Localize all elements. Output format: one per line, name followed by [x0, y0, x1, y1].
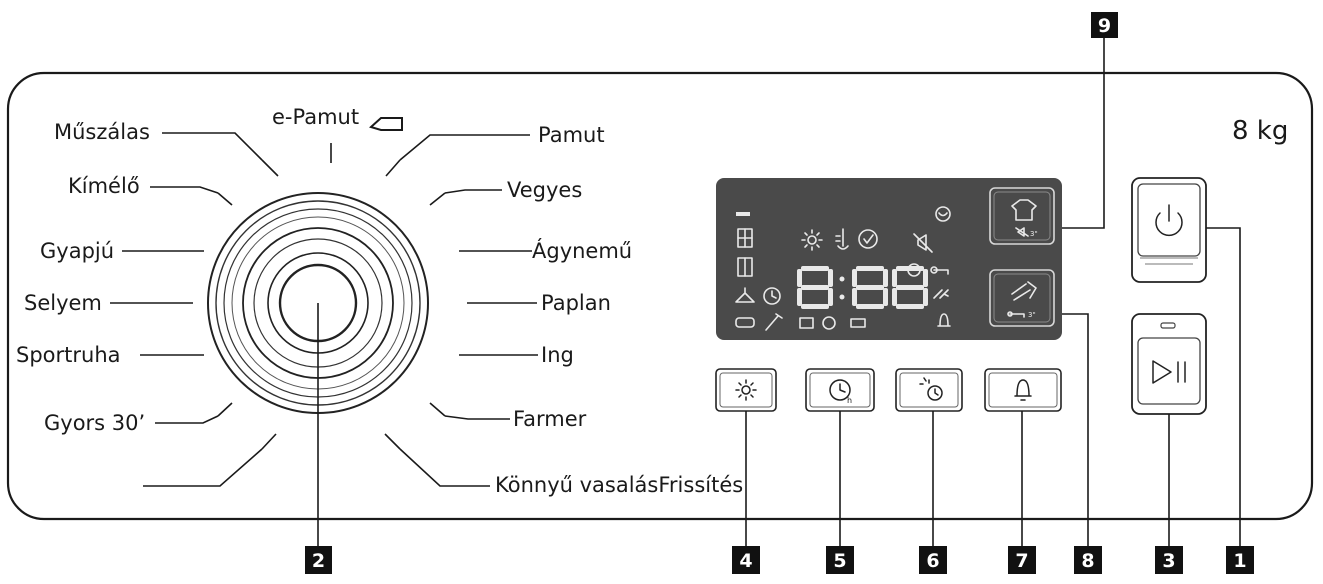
power-button[interactable] — [1131, 177, 1207, 283]
svg-text:h: h — [847, 396, 852, 405]
delay-timer-button[interactable]: h — [805, 368, 875, 412]
play-pause-icon — [1152, 360, 1186, 384]
display-status-icons-right — [907, 206, 951, 327]
svg-text:Gyapjú: Gyapjú — [40, 239, 114, 263]
program-label-farmer: Farmer — [444, 407, 587, 431]
svg-text:Kímélő: Kímélő — [68, 174, 140, 198]
callout-2: 2 — [305, 546, 332, 574]
capacity-label: 8 kg — [1232, 116, 1288, 146]
start-pause-button[interactable] — [1131, 313, 1207, 415]
program-label-pamut: Pamut — [399, 123, 605, 161]
callout-3: 3 — [1155, 546, 1183, 574]
panel-outline — [6, 71, 1314, 521]
quick-wash-icon — [1011, 281, 1037, 301]
callout-leader-lines — [317, 38, 1241, 546]
display-status-icons-left — [735, 212, 783, 331]
svg-text:2: 2 — [312, 550, 325, 572]
eco-leaf-icon — [369, 117, 403, 131]
display-status-icons-bottom — [799, 316, 866, 330]
svg-text:Selyem: Selyem — [24, 291, 102, 315]
callout-4: 4 — [732, 546, 760, 574]
bell-icon — [1014, 379, 1032, 401]
drum-clean-button[interactable]: 3" — [989, 187, 1055, 245]
callout-8: 8 — [1074, 546, 1102, 574]
svg-text:6: 6 — [926, 550, 939, 572]
svg-text:3": 3" — [1030, 230, 1038, 238]
program-label-vegyes: Vegyes — [444, 178, 582, 202]
program-label-konnyu-vasalas-frissites: Könnyű vasalásFrissítés — [399, 448, 743, 497]
svg-text:1: 1 — [1233, 550, 1246, 572]
start-indicator-led — [1160, 322, 1176, 329]
callout-1: 1 — [1226, 546, 1254, 574]
spin-icon — [919, 377, 943, 401]
program-label-gyors: Gyors 30’ — [44, 411, 219, 435]
lcd-display: 3" 3" — [716, 178, 1062, 340]
alarm-button[interactable] — [984, 368, 1062, 412]
program-label-selyem: Selyem — [24, 291, 174, 315]
svg-text:Műszálas: Műszálas — [54, 120, 150, 144]
power-icon — [1155, 204, 1183, 237]
svg-text:Vegyes: Vegyes — [507, 178, 582, 202]
program-label-gyapju: Gyapjú — [40, 239, 185, 263]
program-label-unlabeled-bottom-left — [143, 448, 263, 487]
svg-text:Farmer: Farmer — [513, 407, 587, 431]
delay-timer-icon: h — [829, 379, 852, 405]
svg-text:9: 9 — [1098, 15, 1111, 37]
program-label-paplan: Paplan — [487, 291, 611, 315]
callout-5: 5 — [826, 546, 854, 574]
drum-clean-icon — [1011, 199, 1037, 221]
svg-text:5: 5 — [833, 550, 846, 572]
svg-text:8: 8 — [1081, 550, 1094, 572]
callout-6: 6 — [919, 546, 947, 574]
program-label-e-pamut: e-Pamut — [272, 105, 403, 131]
dial-tick-marks — [174, 143, 487, 450]
svg-text:4: 4 — [739, 550, 752, 572]
temperature-button[interactable] — [715, 368, 777, 412]
svg-text:Gyors 30’: Gyors 30’ — [44, 411, 145, 435]
svg-text:3: 3 — [1162, 550, 1175, 572]
svg-text:Ing: Ing — [541, 343, 574, 367]
program-label-sportruha: Sportruha — [16, 343, 185, 367]
svg-text:Paplan: Paplan — [541, 291, 611, 315]
callout-7: 7 — [1008, 546, 1036, 574]
svg-text:3": 3" — [1028, 311, 1036, 319]
program-label-ing: Ing — [478, 343, 574, 367]
callout-9: 9 — [1091, 12, 1118, 38]
program-label-agynemu: Ágynemű — [478, 238, 632, 263]
quick-wash-button[interactable]: 3" — [989, 269, 1055, 327]
program-label-muszalas: Műszálas — [54, 120, 263, 161]
display-digits — [797, 266, 928, 309]
temperature-icon — [735, 379, 757, 401]
svg-text:e-Pamut: e-Pamut — [272, 105, 359, 129]
svg-text:Sportruha: Sportruha — [16, 343, 121, 367]
svg-text:Ágynemű: Ágynemű — [532, 238, 632, 263]
svg-text:7: 7 — [1015, 550, 1028, 572]
svg-text:Könnyű vasalásFrissítés: Könnyű vasalásFrissítés — [495, 473, 743, 497]
svg-text:Pamut: Pamut — [538, 123, 605, 147]
display-status-icons-top — [801, 228, 878, 251]
spin-button[interactable] — [895, 368, 963, 412]
program-label-kimelo: Kímélő — [68, 174, 219, 198]
